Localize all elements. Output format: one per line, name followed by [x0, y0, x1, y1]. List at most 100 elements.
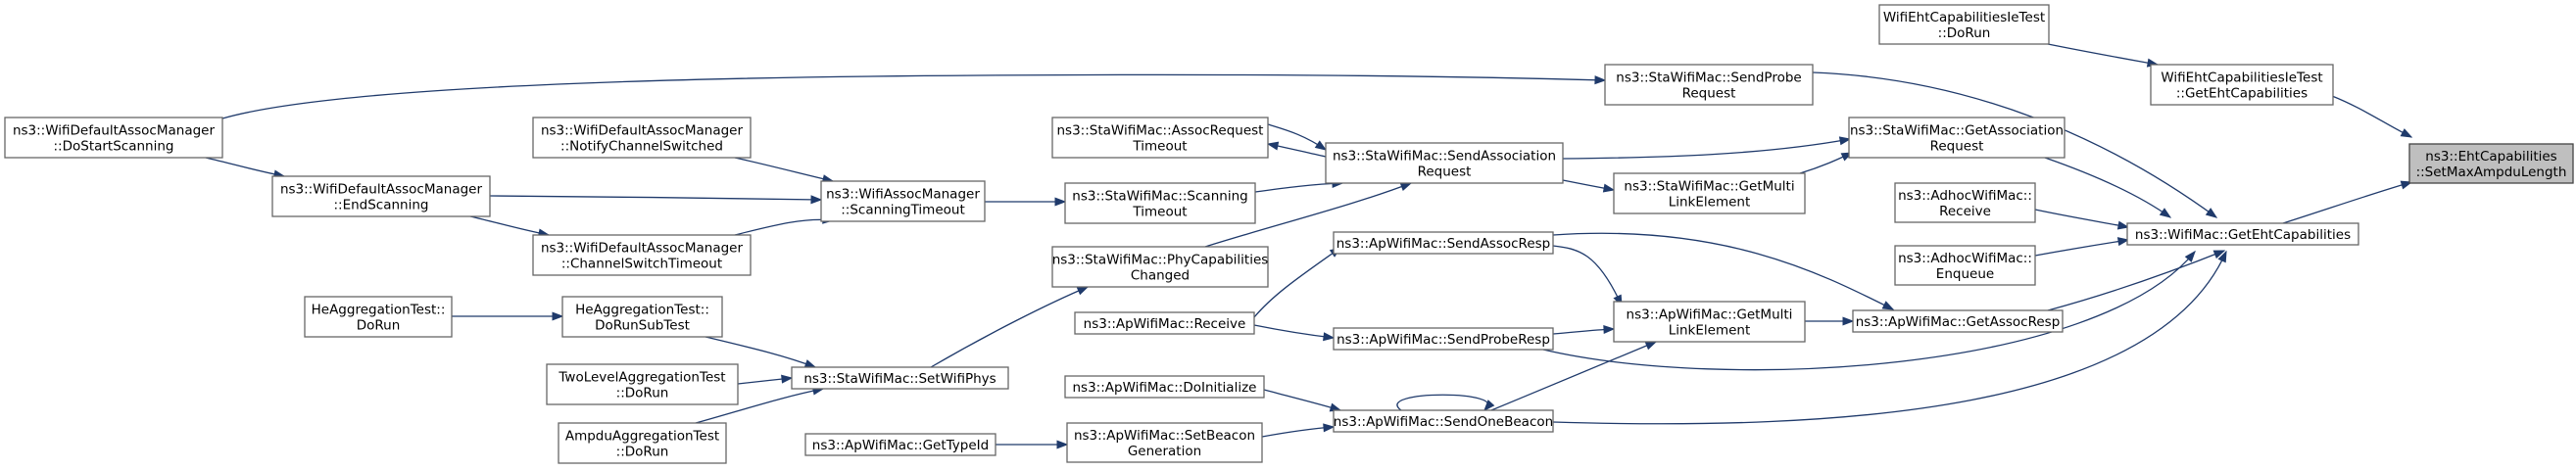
edge-apDoInitialize-to-apSendOneBeacon [1263, 389, 1342, 412]
node-label: ::EndScanning [333, 198, 428, 213]
edge-apSendAssocResp-to-apGetMultiLink [1552, 245, 1623, 307]
edge-line [1490, 341, 1657, 411]
node-label: Receive [1939, 204, 1991, 219]
arrow-head [2212, 250, 2226, 259]
node-label: WifiEhtCapabilitiesIeTest [1883, 10, 2045, 25]
edge-endScanning-to-chanSwitchTimeout [469, 215, 551, 238]
edge-line [1254, 182, 1343, 193]
node-apSendProbeResp[interactable]: ns3::ApWifiMac::SendProbeResp [1333, 327, 1554, 351]
edge-apSetBeaconGen-to-apSendOneBeacon [1261, 423, 1336, 438]
node-layer: ns3::EhtCapabilities::SetMaxAmpduLength W… [4, 4, 2574, 464]
node-heDoRunSubTest[interactable]: HeAggregationTest::DoRunSubTest [561, 296, 723, 338]
edge-line [1552, 245, 1623, 306]
node-notifyChanSwitched[interactable]: ns3::WifiDefaultAssocManager::NotifyChan… [532, 117, 752, 159]
arrow-head [1842, 316, 1855, 326]
node-label: ns3::StaWifiMac::SendProbe [1616, 71, 1801, 86]
edge-line [705, 336, 816, 368]
arrow-head [1266, 141, 1280, 151]
node-box [4, 117, 223, 159]
node-apGetAssocResp[interactable]: ns3::ApWifiMac::GetAssocResp [1852, 309, 2064, 333]
node-box [1064, 182, 1256, 224]
node-label: ns3::WifiDefaultAssocManager [541, 123, 744, 139]
node-scanningTimeoutSta[interactable]: ns3::StaWifiMac::ScanningTimeout [1064, 182, 1256, 224]
node-label: ns3::StaWifiMac::SetWifiPhys [803, 371, 996, 387]
node-adhocEnqueue[interactable]: ns3::AdhocWifiMac::Enqueue [1894, 245, 2036, 286]
node-label: Enqueue [1936, 266, 1994, 282]
edge-adhocEnqueue-to-getEhtCaps [2034, 237, 2130, 257]
edge-apSendProbeResp-to-getEhtCaps [1542, 250, 2196, 371]
node-doStartScanning[interactable]: ns3::WifiDefaultAssocManager::DoStartSca… [4, 117, 223, 159]
node-focus[interactable]: ns3::EhtCapabilities::SetMaxAmpduLength [2408, 143, 2574, 184]
arrow-head [1603, 325, 1616, 335]
node-ehtTestGetCaps[interactable]: WifiEhtCapabilitiesIeTest::GetEhtCapabil… [2150, 64, 2334, 106]
edge-apGetAssocResp-to-getEhtCaps [2047, 250, 2226, 311]
node-setWifiPhys[interactable]: ns3::StaWifiMac::SetWifiPhys [791, 366, 1009, 390]
node-ampduDoRun[interactable]: AmpduAggregationTest::DoRun [558, 422, 727, 464]
node-box [271, 175, 491, 217]
arrow-head [1399, 182, 1413, 191]
node-label: ns3::AdhocWifiMac:: [1898, 188, 2032, 204]
node-label: Request [1930, 139, 1984, 155]
node-adhocReceive[interactable]: ns3::AdhocWifiMac::Receive [1894, 182, 2036, 223]
edge-line [1263, 389, 1341, 411]
edge-line [734, 218, 834, 236]
node-apGetTypeId[interactable]: ns3::ApWifiMac::GetTypeId [804, 433, 996, 456]
edge-line [1552, 232, 1894, 310]
node-label: ns3::AdhocWifiMac:: [1898, 251, 2032, 266]
edge-line [221, 73, 1606, 119]
arrow-head [1056, 440, 1069, 449]
node-label: Timeout [1132, 205, 1187, 220]
edge-apSendOneBeacon-to-getEhtCaps [1552, 250, 2227, 425]
arrow-head [1483, 400, 1495, 412]
node-twoLevelDoRun[interactable]: TwoLevelAggregationTest::DoRun [546, 363, 739, 405]
edge-line [2047, 43, 2159, 66]
edge-ehtTestDoRun-to-ehtTestGetCaps [2047, 43, 2160, 68]
edge-apReceive-to-apSendProbeResp [1253, 324, 1336, 342]
node-label: ::DoRun [616, 445, 669, 460]
arrow-head [1323, 332, 1336, 342]
node-label: ns3::ApWifiMac::GetTypeId [812, 438, 989, 453]
node-label: ns3::WifiMac::GetEhtCapabilities [2135, 227, 2351, 243]
edge-line [2034, 209, 2129, 228]
edge-heDoRunSubTest-to-setWifiPhys [705, 336, 817, 368]
node-apDoInitialize[interactable]: ns3::ApWifiMac::DoInitialize [1064, 375, 1265, 399]
node-label: WifiEhtCapabilitiesIeTest [2161, 71, 2322, 86]
node-label: ns3::ApWifiMac::SendAssocResp [1337, 236, 1551, 252]
node-ehtTestDoRun[interactable]: WifiEhtCapabilitiesIeTest::DoRun [1878, 4, 2050, 45]
node-label: DoRunSubTest [595, 318, 690, 334]
node-assocMgrScanTimeout[interactable]: ns3::WifiAssocManager::ScanningTimeout [820, 180, 986, 222]
node-apSendOneBeacon[interactable]: ns3::ApWifiMac::SendOneBeacon [1333, 409, 1554, 433]
node-box [1051, 117, 1269, 159]
node-apSendAssocResp[interactable]: ns3::ApWifiMac::SendAssocResp [1333, 231, 1554, 255]
node-box [1333, 231, 1554, 255]
node-box [1894, 182, 2036, 223]
node-heDoRun[interactable]: HeAggregationTest::DoRun [304, 296, 453, 338]
arrow-head [552, 311, 564, 321]
node-box [1852, 309, 2064, 333]
edge-line [2044, 157, 2171, 218]
arrow-head [2116, 220, 2130, 230]
node-label: ::DoStartScanning [54, 139, 174, 155]
node-box [546, 363, 739, 405]
node-box [1064, 375, 1265, 399]
node-label: ns3::ApWifiMac::GetMulti [1627, 307, 1793, 323]
node-chanSwitchTimeout[interactable]: ns3::WifiDefaultAssocManager::ChannelSwi… [532, 234, 752, 276]
edge-line [1261, 426, 1335, 438]
node-box [1894, 245, 2036, 286]
node-box [532, 234, 752, 276]
node-label: ns3::WifiDefaultAssocManager [13, 123, 216, 139]
node-endScanning[interactable]: ns3::WifiDefaultAssocManager::EndScannin… [271, 175, 491, 217]
node-apReceive[interactable]: ns3::ApWifiMac::Receive [1074, 311, 1255, 335]
arrow-head [2400, 180, 2413, 190]
node-label: LinkElement [1669, 195, 1751, 211]
node-getEhtCaps[interactable]: ns3::WifiMac::GetEhtCapabilities [2126, 222, 2359, 246]
